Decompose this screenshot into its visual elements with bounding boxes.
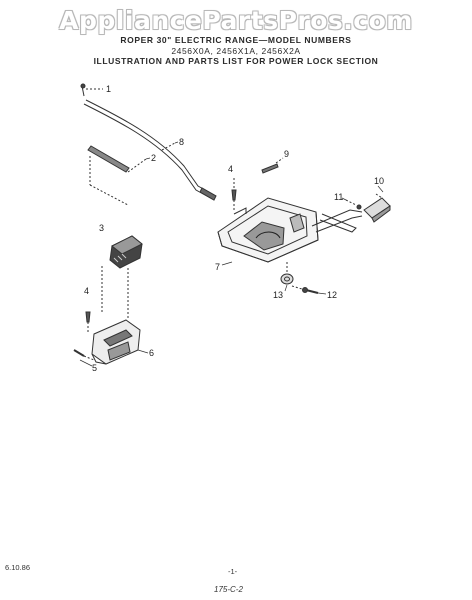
callout-6: 6: [149, 348, 154, 358]
part-7-latch-frame: [217, 197, 363, 263]
watermark-logo: AppliancePartsPros.com: [59, 6, 413, 35]
part-4-screw-lower: [85, 311, 91, 334]
part-3-switch: [101, 235, 143, 320]
callout-8: 8: [179, 137, 184, 147]
callout-12: 12: [327, 290, 337, 300]
part-11-screw: [345, 199, 362, 210]
part-4-screw-upper: [231, 178, 237, 212]
header-title: ROPER 30" ELECTRIC RANGE—MODEL NUMBERS: [120, 35, 352, 45]
callout-4-lower: 4: [84, 286, 89, 296]
part-13-grommet: [280, 262, 294, 285]
part-5-screw: [73, 349, 95, 361]
header-section: ILLUSTRATION AND PARTS LIST FOR POWER LO…: [93, 56, 379, 66]
part-9-pin: [261, 157, 284, 174]
callout-4-upper: 4: [228, 164, 233, 174]
callout-1: 1: [106, 84, 111, 94]
part-2-bar: [87, 145, 147, 206]
footer-page-number: -1-: [228, 567, 238, 576]
callout-2: 2: [151, 153, 156, 163]
header-models: 2456X0A, 2456X1A, 2456X2A: [171, 46, 301, 56]
part-10-knob: [363, 193, 391, 223]
callout-11: 11: [334, 192, 343, 202]
footer-date: 6.10.86: [5, 563, 31, 572]
part-8-rod: [83, 99, 217, 201]
callout-3: 3: [99, 223, 104, 233]
part-12-screw: [291, 285, 319, 294]
part-6-bracket: [91, 319, 141, 365]
callout-9: 9: [284, 149, 289, 159]
callout-13: 13: [273, 290, 283, 300]
part-1-screw: [80, 83, 103, 97]
footer-code: 175-C-2: [214, 585, 243, 594]
callout-5: 5: [92, 363, 97, 373]
callout-10: 10: [374, 176, 384, 186]
leader-lines: [79, 141, 384, 367]
callout-7: 7: [215, 262, 220, 272]
